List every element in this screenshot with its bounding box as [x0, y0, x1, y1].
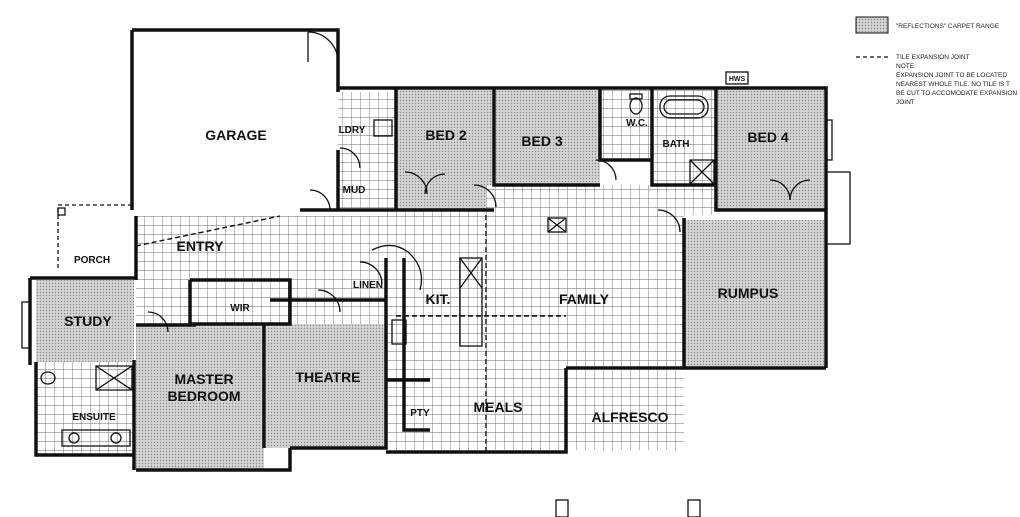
porch-label: PORCH: [74, 255, 110, 266]
legend: "REFLECTIONS" CARPET RANGE TILE EXPANSIO…: [855, 16, 1017, 106]
expansion-joints: [135, 215, 566, 452]
kit-label: KIT.: [426, 291, 451, 307]
bed3-floor: [496, 90, 600, 185]
family-label: FAMILY: [559, 291, 610, 307]
wir-label: WIR: [230, 303, 250, 314]
ensuite-label: ENSUITE: [72, 412, 116, 423]
bath-tiles: [654, 90, 716, 185]
legend-note-line: BE CUT TO ACCOMODATE EXPANSION: [896, 90, 1017, 97]
carpet-swatch: [855, 16, 889, 34]
rumpus-floor: [684, 220, 824, 368]
ensuite-tiles: [36, 362, 134, 454]
bed3-label: BED 3: [521, 133, 562, 149]
entry-label: ENTRY: [177, 238, 225, 254]
pty-label: PTY: [410, 408, 430, 419]
room-labels: GARAGE LDRY MUD BED 2 BED 3 W.C. BATH BE…: [64, 76, 789, 425]
legend-note-line: JOINT: [896, 99, 915, 106]
hws-label: HWS: [729, 76, 746, 83]
ldry-label: LDRY: [339, 125, 366, 136]
alfresco-label: ALFRESCO: [592, 409, 669, 425]
mud-label: MUD: [343, 185, 366, 196]
walls: [28, 28, 828, 472]
ldry-tiles: [338, 92, 394, 210]
theatre-label: THEATRE: [295, 369, 360, 385]
bed2-floor: [396, 90, 494, 210]
fixtures: [21, 31, 851, 517]
wc-tiles: [600, 90, 652, 160]
rumpus-label: RUMPUS: [718, 285, 779, 301]
master-label-line2: BEDROOM: [167, 388, 240, 404]
entry-tiles: [136, 216, 396, 324]
legend-note-line: EXPANSION JOINT TO BE LOCATED: [896, 72, 1007, 79]
bed2-label: BED 2: [425, 127, 466, 143]
study-floor: [36, 280, 134, 362]
master-label-line1: MASTER: [174, 371, 233, 387]
master-floor: [136, 325, 264, 470]
bed4-floor: [718, 90, 824, 210]
tile-areas: [36, 90, 718, 454]
bath-label: BATH: [662, 139, 689, 150]
legend-note-line: NOTE:: [896, 63, 916, 70]
wc-label: W.C.: [626, 118, 648, 129]
legend-note-line: NEAREST WHOLE TILE. NO TILE IS T: [896, 81, 1010, 88]
linen-label: LINEN: [353, 280, 383, 291]
legend-joint-text: TILE EXPANSION JOINT: [896, 54, 970, 61]
meals-label: MEALS: [474, 399, 523, 415]
living-tiles: [386, 210, 684, 450]
study-label: STUDY: [64, 313, 112, 329]
legend-carpet-text: "REFLECTIONS" CARPET RANGE: [896, 23, 1000, 30]
hall-tiles: [486, 185, 718, 215]
garage-label: GARAGE: [205, 127, 266, 143]
bed4-label: BED 4: [747, 129, 788, 145]
